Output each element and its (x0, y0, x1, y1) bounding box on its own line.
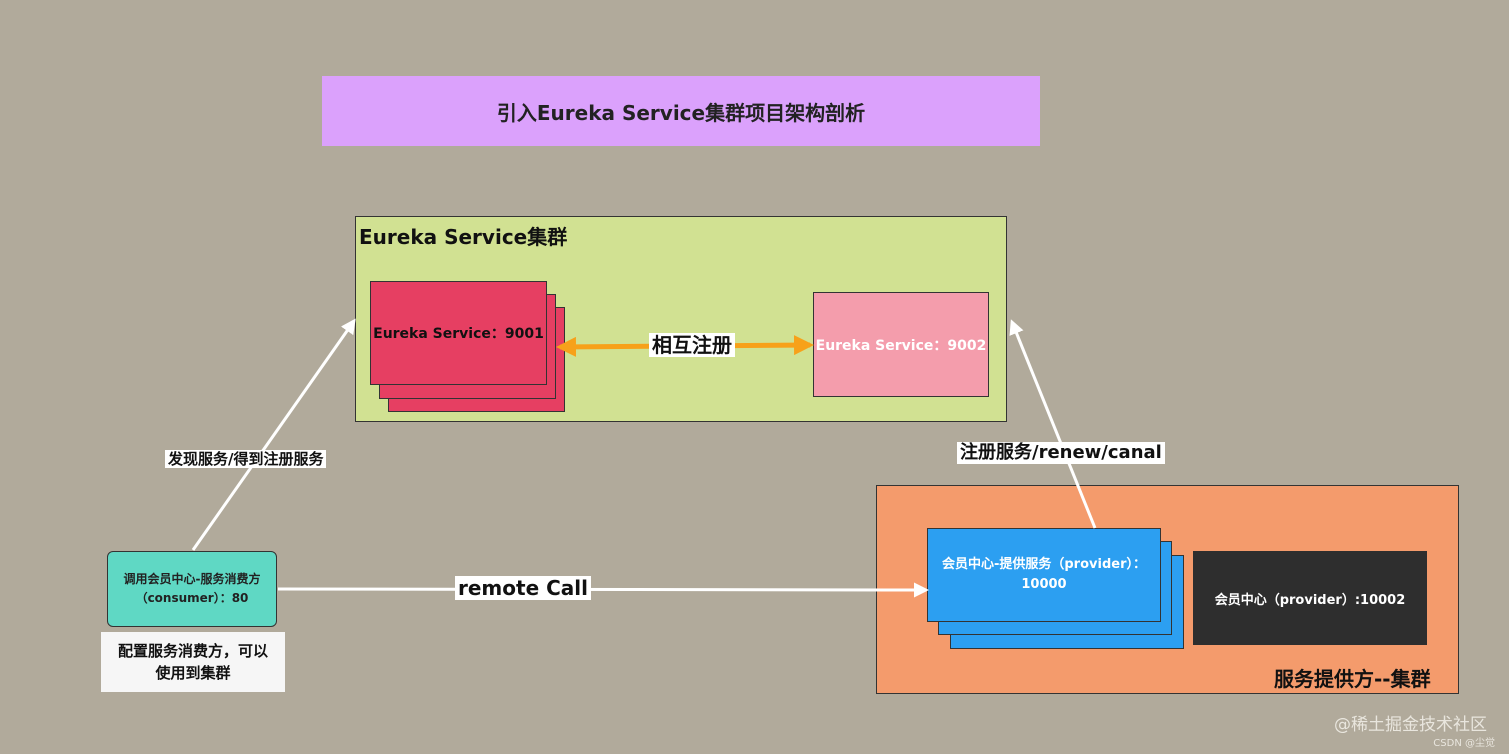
provider-10000-line2: 10000 (1021, 577, 1067, 592)
register-arrow (1009, 319, 1097, 529)
provider-cluster-label: 服务提供方--集群 (1274, 667, 1431, 691)
consumer-line2: （consumer）：80 (135, 591, 249, 605)
eureka-server-9001: Eureka Service：9001 (370, 281, 547, 385)
eureka-server-9001-label: Eureka Service：9001 (373, 326, 544, 342)
eureka-cluster-label: Eureka Service集群 (359, 225, 568, 249)
consumer-note-line2: 使用到集群 (155, 664, 231, 682)
provider-10002: 会员中心（provider）:10002 (1193, 551, 1427, 645)
watermark-csdn: CSDN @尘觉 (1433, 738, 1495, 749)
diagram-title-text: 引入Eureka Service集群项目架构剖析 (496, 100, 866, 125)
eureka-server-9002-label: Eureka Service：9002 (815, 337, 987, 354)
watermark: @稀土掘金技术社区 (1334, 715, 1487, 735)
provider-10000: 会员中心-提供服务（provider）： 10000 (927, 528, 1161, 622)
register-service-label: 注册服务/renew/canal (957, 442, 1165, 464)
discover-service-label: 发现服务/得到注册服务 (165, 450, 327, 468)
mutual-register-label: 相互注册 (649, 333, 735, 357)
provider-10000-line1: 会员中心-提供服务（provider）： (941, 556, 1146, 572)
consumer-box: 调用会员中心-服务消费方 （consumer）：80 (107, 551, 277, 627)
remote-call-arrow (277, 582, 929, 598)
consumer-note: 配置服务消费方，可以 使用到集群 (101, 632, 285, 692)
diagram-title: 引入Eureka Service集群项目架构剖析 (322, 76, 1040, 146)
eureka-server-9002: Eureka Service：9002 (813, 292, 989, 397)
remote-call-label: remote Call (455, 576, 591, 600)
consumer-note-line1: 配置服务消费方，可以 (117, 641, 268, 660)
discover-arrow (191, 318, 356, 551)
consumer-line1: 调用会员中心-服务消费方 (123, 572, 261, 587)
provider-10002-label: 会员中心（provider）:10002 (1214, 592, 1406, 608)
